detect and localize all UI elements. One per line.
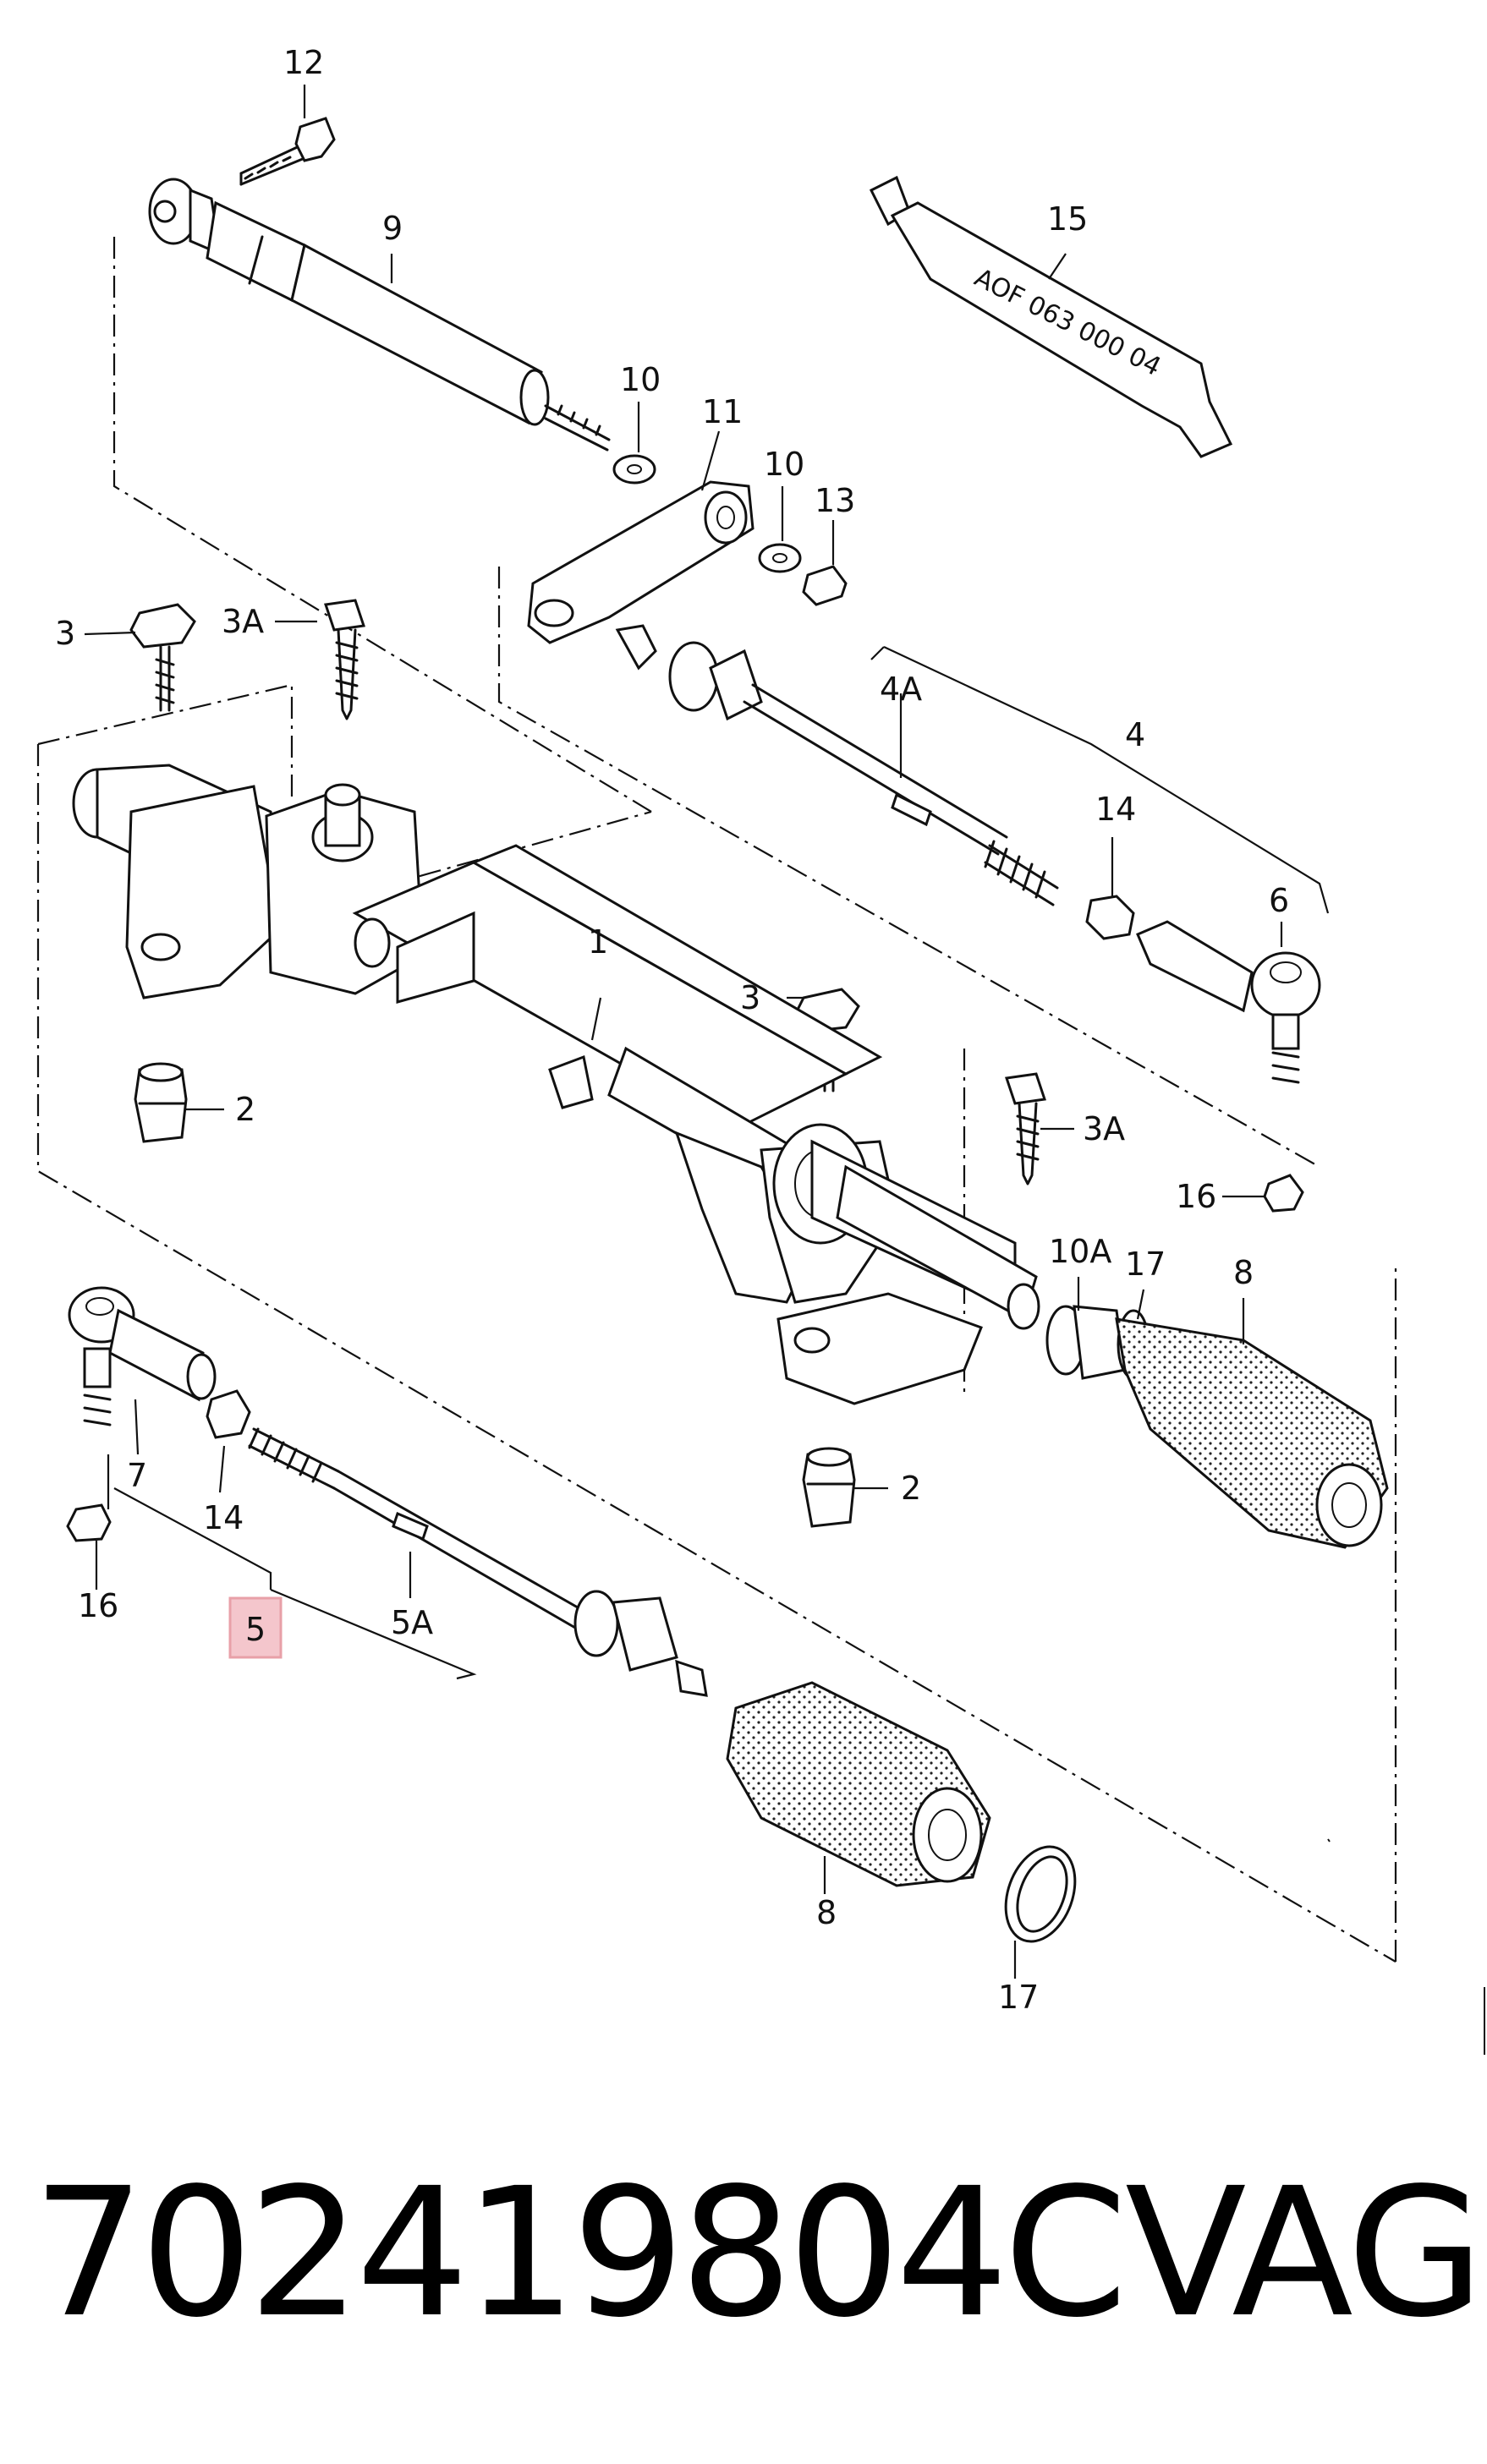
callout-6: 6 <box>1269 882 1289 919</box>
callout-5A: 5A <box>391 1604 433 1641</box>
part-number: 702419804C <box>32 2149 1128 2357</box>
callout-9: 9 <box>382 210 403 247</box>
callout-3A-upper: 3A <box>222 603 264 640</box>
callout-3-upper: 3 <box>55 615 75 652</box>
rack-housing-1 <box>72 764 1040 1405</box>
callout-12: 12 <box>283 44 324 81</box>
callout-labels: 12 9 15 10 11 10 13 3 3A 4A 4 14 6 1 3 2… <box>55 44 1289 2016</box>
callout-14-upper: 14 <box>1095 791 1136 828</box>
stray-mark <box>1327 1838 1331 1843</box>
rubber-mounts-2 <box>134 1062 856 1528</box>
leader-lines <box>84 85 1330 1979</box>
callout-2-lower: 2 <box>901 1470 921 1507</box>
tie-rod-5 <box>66 1286 708 1697</box>
brand: VAG <box>1125 2149 1484 2357</box>
callout-7: 7 <box>127 1457 147 1494</box>
callout-10A: 10A <box>1049 1233 1111 1270</box>
callout-10-lower: 10 <box>764 446 804 483</box>
steering-damper-9 <box>148 178 611 452</box>
tube-label: AOF 063 000 04 <box>969 263 1166 382</box>
callout-16-left: 16 <box>78 1587 118 1624</box>
callout-3A-lower: 3A <box>1083 1110 1125 1147</box>
callout-14-lower: 14 <box>203 1499 244 1536</box>
callout-3-lower: 3 <box>740 979 760 1016</box>
callout-13: 13 <box>815 482 855 519</box>
callout-17-upper: 17 <box>1125 1246 1166 1283</box>
callout-17-lower: 17 <box>998 1979 1039 2016</box>
callout-4A: 4A <box>880 671 922 708</box>
tie-rod-4 <box>615 624 1321 1213</box>
boot-right-8 <box>1045 1305 1389 1549</box>
callout-8-lower: 8 <box>816 1894 837 1931</box>
callout-10-upper: 10 <box>620 361 661 398</box>
boot-lower-8 <box>726 1681 1077 1943</box>
callout-5-highlight <box>228 1596 283 1659</box>
callout-1: 1 <box>588 923 608 961</box>
bolt-12 <box>239 117 336 186</box>
callout-4: 4 <box>1125 716 1145 753</box>
callout-16-right: 16 <box>1176 1178 1216 1215</box>
callout-15: 15 <box>1047 200 1088 238</box>
callout-5: 5 <box>245 1611 266 1648</box>
svg-text:AOF 063 000 04: AOF 063 000 04 <box>969 263 1166 382</box>
callout-11: 11 <box>702 393 743 430</box>
callout-2-upper: 2 <box>235 1091 255 1128</box>
mount-hardware <box>527 454 848 644</box>
callout-8-upper: 8 <box>1233 1254 1254 1291</box>
